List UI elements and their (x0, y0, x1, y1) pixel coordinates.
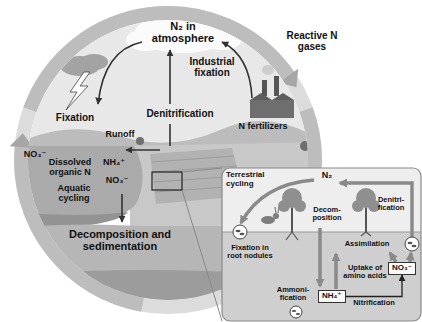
plant-leaves (294, 200, 306, 212)
smoke (277, 51, 291, 61)
ion-label: NH₄⁺ (322, 292, 342, 301)
ion-label: NO₃⁻ (102, 176, 132, 186)
process-label: Assimilation (340, 240, 394, 248)
process-label: Denitri- fication (374, 196, 408, 213)
animal-head (273, 213, 279, 219)
panel-heading: Terrestrial cycling (226, 171, 278, 189)
bacterium (412, 245, 417, 247)
storm-cloud (80, 54, 108, 70)
factory-roof (250, 93, 294, 100)
smokestack (262, 80, 267, 96)
bacterium (292, 310, 296, 312)
tree (136, 137, 144, 145)
process-label: Fixation in root nodules (226, 244, 274, 261)
terrestrial-inset-art (222, 168, 421, 322)
plant-leaves (352, 200, 364, 212)
inset-ground (222, 168, 421, 321)
animal (261, 216, 275, 224)
denitrification-arrow (169, 50, 171, 104)
edge-label: Nitrification (352, 299, 396, 307)
process-label: Fixation (50, 112, 100, 123)
compound-box: NH₄⁺ (318, 290, 346, 303)
bacterium (408, 242, 413, 244)
zoom-line (182, 190, 222, 321)
animal-ears (275, 207, 279, 213)
ion-label: NO₃⁻ (20, 150, 50, 160)
bacterium (240, 233, 245, 235)
bacteria-icon (290, 306, 302, 318)
process-label: Decomposition and sedimentation (60, 228, 180, 252)
process-label: Denitrification (140, 108, 220, 119)
process-label: Industrial fixation (186, 56, 238, 78)
source-label: N fertilizers (228, 122, 298, 132)
plant-roots (361, 232, 371, 236)
assimilation-flow (334, 254, 338, 289)
process-label: Decom- position (308, 206, 346, 223)
smoke (262, 65, 274, 75)
zoom-frame (152, 172, 182, 190)
sedimentation-arrow (121, 194, 123, 222)
zoom-line (182, 168, 222, 172)
tree (300, 141, 310, 151)
runoff-arrow (126, 149, 160, 151)
bacterium (296, 313, 300, 315)
fixation-arrow (98, 42, 142, 104)
process-label: Ammoni- fication (274, 286, 312, 303)
denitrification-line (169, 124, 171, 146)
ion-label: NH₄⁺ (100, 158, 128, 168)
lightning-bolt (66, 72, 90, 110)
plant-stem (291, 206, 293, 232)
denitrification-flow (340, 183, 412, 237)
smoke (269, 57, 283, 67)
pool-label: Dissolved organic N (40, 158, 100, 178)
plant-leaves (278, 200, 290, 212)
tree (308, 147, 318, 157)
plant-roots (286, 232, 298, 240)
ion-label: NO₃⁻ (392, 264, 412, 273)
denitrification-flow (410, 253, 411, 262)
bacterium (236, 230, 241, 232)
inset-frame (222, 168, 421, 321)
bacteria-icon (233, 225, 247, 239)
gas-label: N₂ in atmosphere (150, 20, 216, 44)
decomposition-flow (318, 228, 322, 286)
compound-box: NO₃⁻ (388, 262, 416, 275)
plant-stem (365, 206, 367, 232)
bacteria-icon (405, 237, 419, 251)
process-label: Runoff (100, 130, 140, 140)
smokestack (274, 76, 279, 96)
gas-label: Reactive N gases (282, 30, 342, 52)
gas-label: N₂ (318, 171, 336, 181)
process-label: Uptake of amino acids (342, 264, 388, 281)
process-label: Aquatic cycling (48, 184, 100, 204)
factory (250, 100, 294, 118)
assimilation-flow (390, 253, 396, 262)
